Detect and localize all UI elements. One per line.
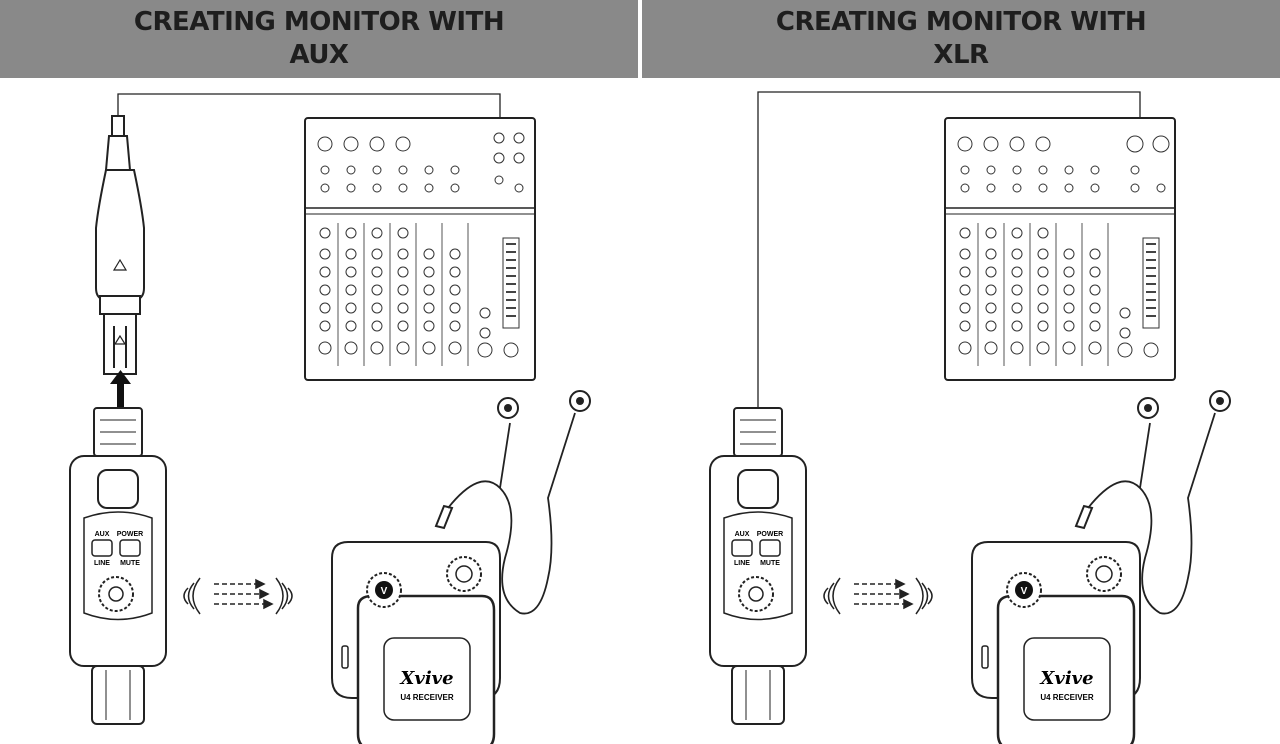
receiver-model: U4 RECEIVER bbox=[400, 693, 454, 702]
svg-text:V: V bbox=[381, 586, 388, 597]
receiver-model: U4 RECEIVER bbox=[1040, 693, 1094, 702]
u4-receiver: V Xvive U4 RECEIVER bbox=[331, 541, 501, 744]
xlr-diagram: AUX POWER LINE MUTE V bbox=[709, 91, 1231, 744]
receiver-brand: Xvive bbox=[1039, 668, 1093, 689]
transmitter-mute-label: MUTE bbox=[120, 560, 140, 567]
aux-title-line1: CREATING MONITOR WITH bbox=[133, 7, 505, 37]
transmitter-mute-label: MUTE bbox=[760, 560, 780, 567]
xlr-monitor-panel: CREATING MONITOR WITH XLR bbox=[640, 0, 1280, 744]
xlr-title-line1: CREATING MONITOR WITH bbox=[775, 7, 1147, 37]
in-ear-monitors bbox=[1074, 390, 1231, 615]
in-ear-monitors bbox=[434, 390, 591, 615]
transmitter-power-label: POWER bbox=[117, 531, 143, 538]
latch-arrow-icon bbox=[113, 334, 127, 345]
wireless-signal-icon bbox=[823, 577, 933, 615]
transmitter-line-label: LINE bbox=[94, 560, 110, 567]
transmitter-aux-label: AUX bbox=[735, 531, 750, 538]
xlr-signal-cable bbox=[757, 91, 1141, 408]
connect-arrow-icon bbox=[110, 370, 131, 408]
aux-jack-plug bbox=[95, 115, 145, 375]
xlr-title-banner: CREATING MONITOR WITH XLR bbox=[642, 0, 1280, 78]
receiver-brand: Xvive bbox=[399, 668, 453, 689]
wireless-signal-icon bbox=[183, 577, 293, 615]
mixer-knobs bbox=[318, 227, 519, 358]
transmitter-aux-label: AUX bbox=[95, 531, 110, 538]
aux-title-banner: CREATING MONITOR WITH AUX bbox=[0, 0, 638, 78]
u4-receiver: V Xvive U4 RECEIVER bbox=[971, 541, 1141, 744]
u4-transmitter: AUX POWER LINE MUTE bbox=[69, 407, 167, 725]
transmitter-line-label: LINE bbox=[734, 560, 750, 567]
mixer-console bbox=[944, 117, 1176, 381]
aux-signal-cable bbox=[117, 93, 501, 132]
aux-title-line2: AUX bbox=[289, 40, 349, 70]
xlr-title-line2: XLR bbox=[933, 40, 989, 70]
mixer-console bbox=[304, 117, 536, 381]
aux-monitor-panel: CREATING MONITOR WITH AUX bbox=[0, 0, 638, 744]
transmitter-power-label: POWER bbox=[757, 531, 783, 538]
aux-diagram: AUX POWER LINE MUTE V bbox=[69, 93, 591, 744]
mixer-knobs bbox=[958, 227, 1159, 358]
svg-text:V: V bbox=[1021, 586, 1028, 597]
u4-transmitter: AUX POWER LINE MUTE bbox=[709, 407, 807, 725]
